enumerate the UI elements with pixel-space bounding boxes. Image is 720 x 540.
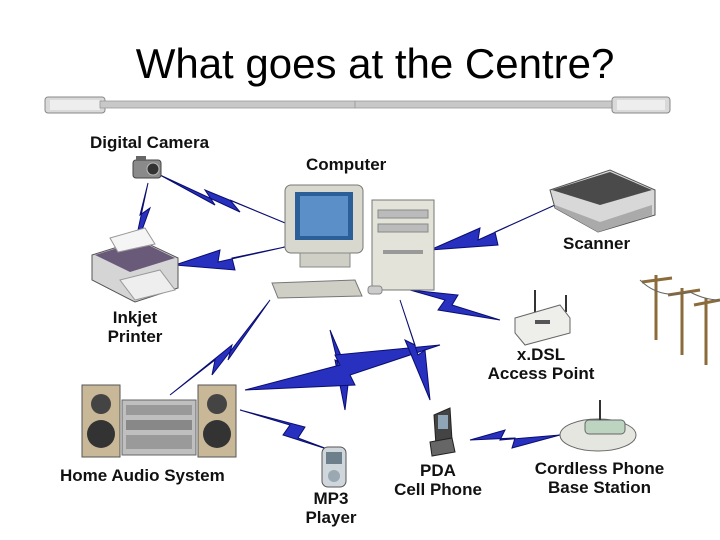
label-xdsl-access-point: x.DSL Access Point [487,345,595,383]
link-computer-xdsl [409,289,501,321]
cordless-phone-icon [559,400,637,452]
page-title: What goes at the Centre? [135,40,615,87]
label-computer: Computer [306,155,387,174]
label-digital-camera: Digital Camera [90,133,210,152]
printer-icon [91,227,179,303]
audio-system-icon [81,384,237,458]
link-computer-audio [169,299,271,396]
camera-icon [132,156,162,179]
ethernet-cable [44,96,671,114]
computer-icon [271,184,435,299]
link-audio-xdsl [244,344,441,391]
label-mp3-player: MP3 Player [305,489,357,527]
link-camera-computer [159,174,291,226]
mp3-player-icon [321,446,347,488]
link-printer-computer [174,246,286,271]
link-audio-mp3 [239,409,331,451]
access-point-icon [514,290,571,346]
link-pda-cordless [469,429,561,449]
link-computer-scanner [429,204,556,251]
link-xdsl-pda [399,299,431,401]
scanner-icon [549,169,656,233]
label-scanner: Scanner [563,234,631,253]
label-pda-cell-phone: PDA Cell Phone [394,461,482,499]
label-cordless-phone: Cordless Phone Base Station [534,459,665,497]
cell-phone-icon [429,407,456,457]
telephone-poles-icon [639,275,720,365]
label-home-audio: Home Audio System [60,466,225,485]
label-inkjet-printer: Inkjet Printer [107,308,163,346]
